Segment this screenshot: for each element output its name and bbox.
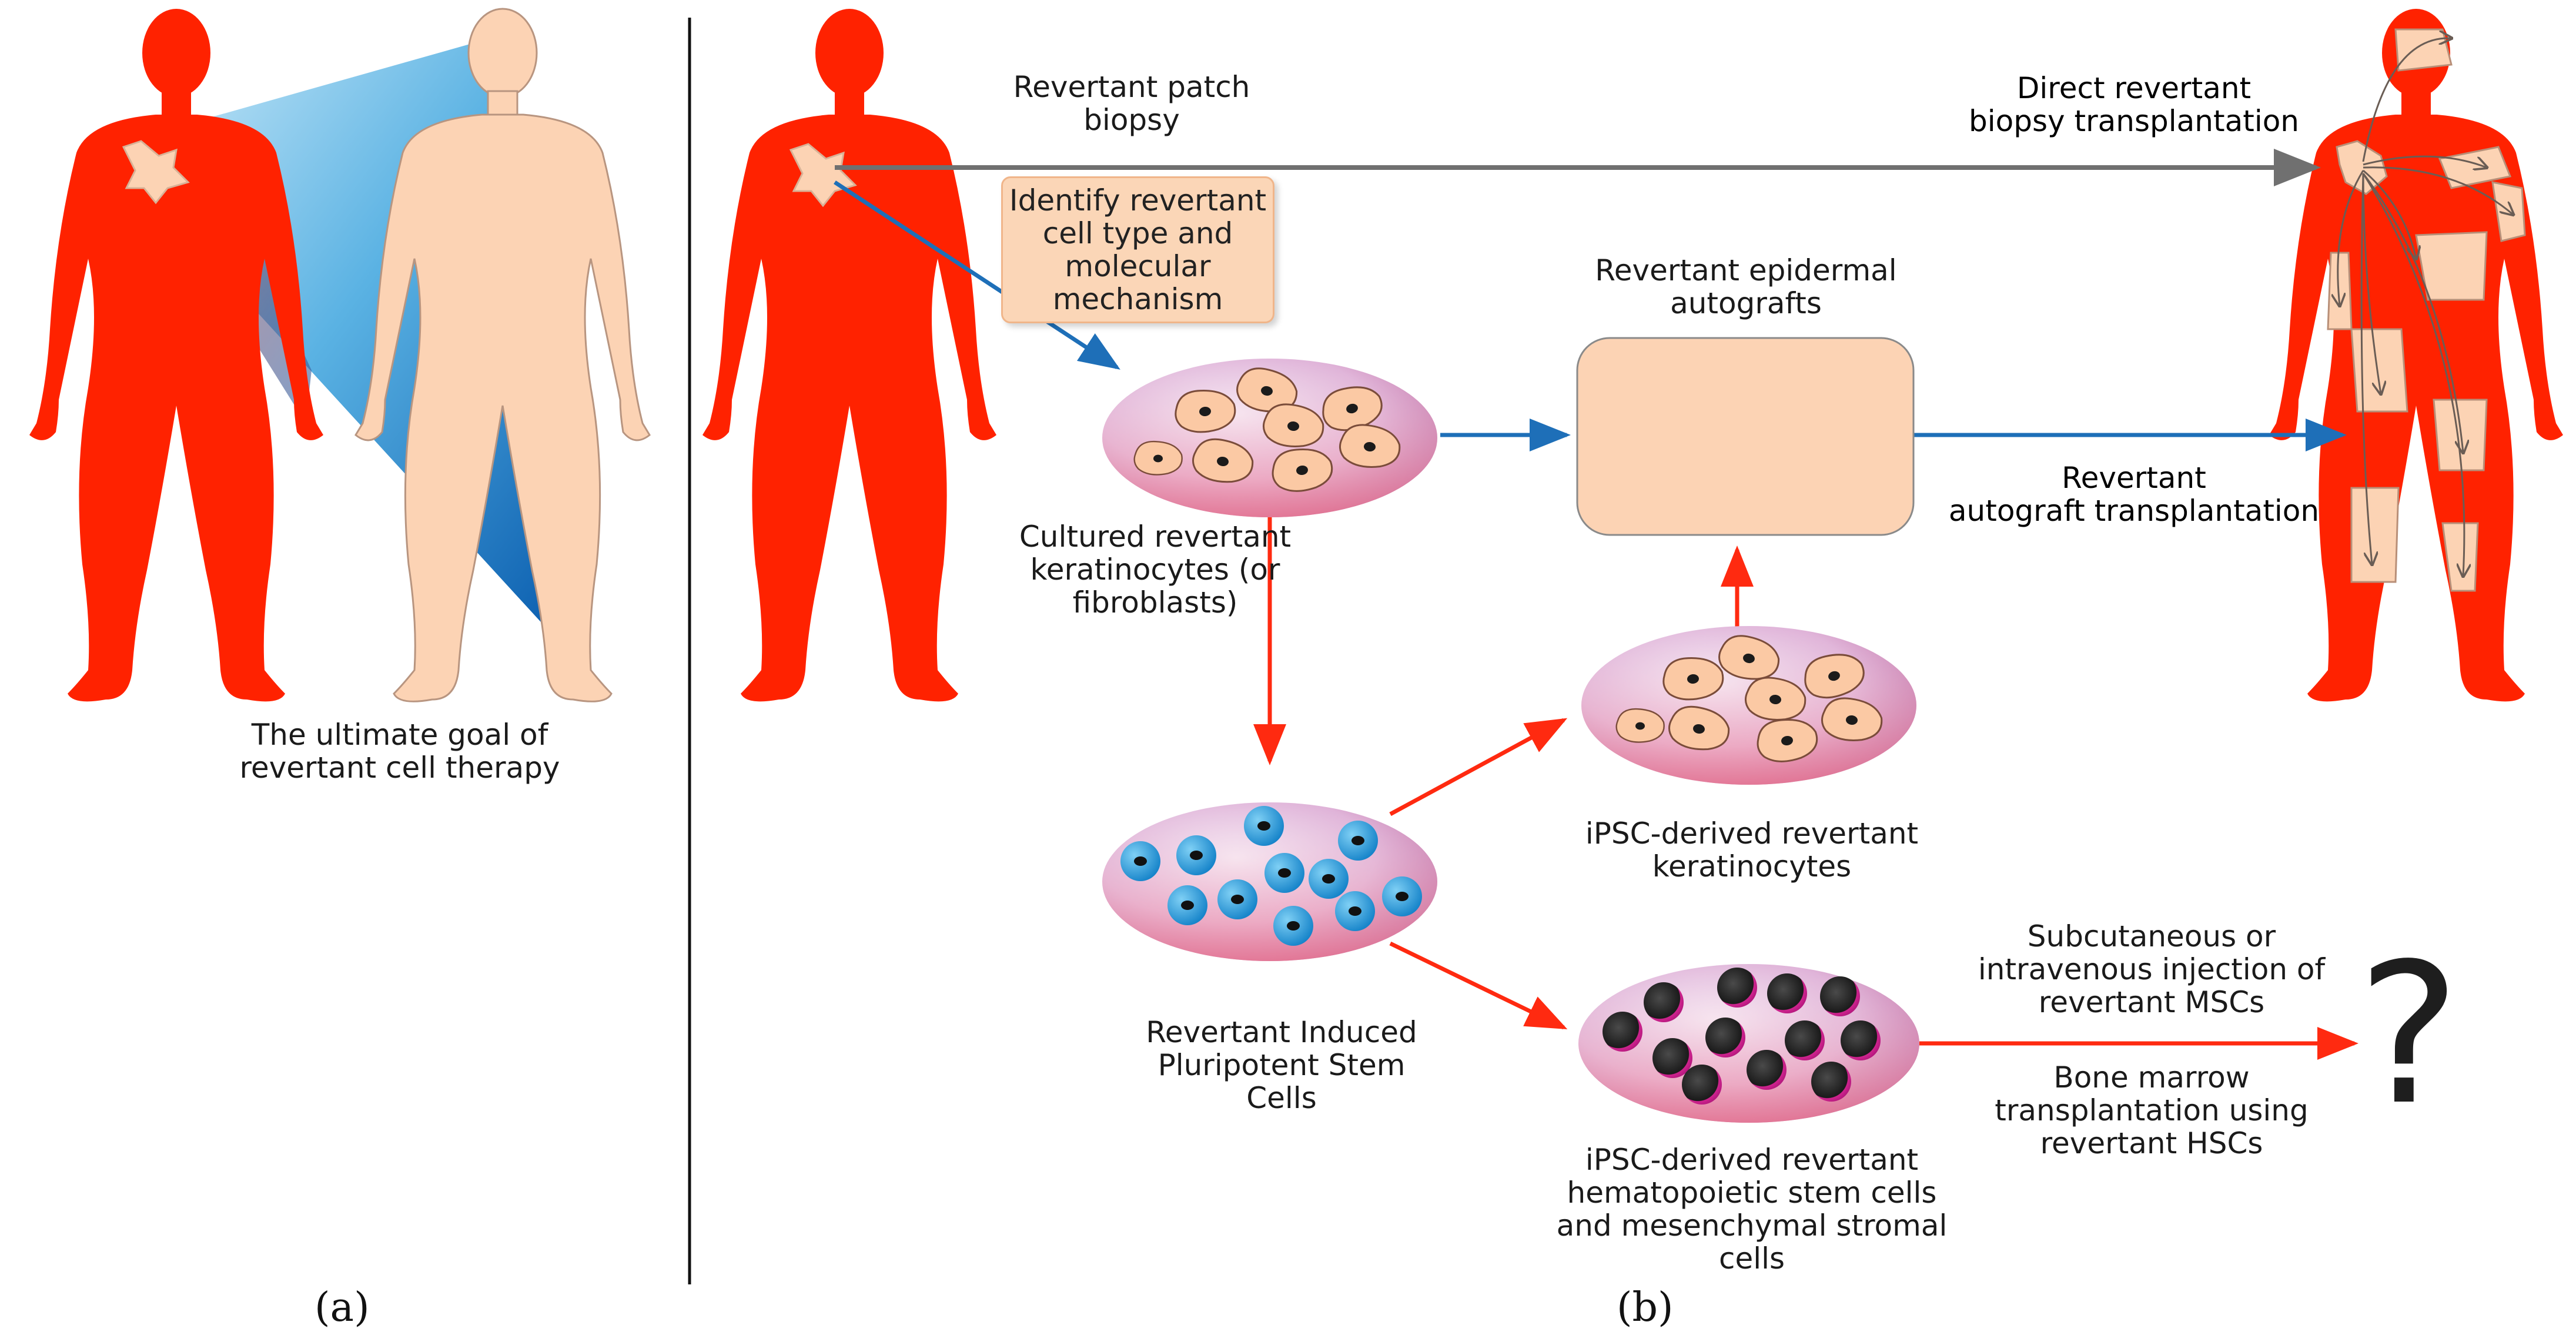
direct-transplant-label: Direct revertant biopsy transplantation [1968, 71, 2299, 138]
biopsy-label: Revertant patch biopsy [1013, 70, 1250, 137]
msc-injection-label: Subcutaneous or intravenous injection of… [1978, 919, 2326, 1019]
stem-cells-blue [1120, 806, 1422, 946]
panel-a [29, 8, 651, 702]
panel-a-caption: The ultimate goal of revertant cell ther… [239, 718, 560, 785]
arrow-ipsc-to-hsc-msc [1389, 941, 1568, 1030]
stem-cells-purple [1603, 968, 1881, 1105]
epidermal-autografts-label: Revertant epidermal autografts [1595, 253, 1897, 320]
hsc-msc-label: iPSC-derived revertant hematopoietic ste… [1556, 1143, 1948, 1276]
treated-patient-figure [2269, 9, 2563, 702]
arrow-biopsy-to-culture [834, 180, 1120, 370]
identify-mechanism-box: Identify revertant cell type and molecul… [1001, 176, 1274, 323]
bone-marrow-label: Bone marrow transplantation using revert… [1995, 1060, 2309, 1160]
panel-b-letter: (b) [1617, 1284, 1674, 1331]
cultured-cells-label: Cultured revertant keratinocytes (or fib… [1019, 520, 1292, 620]
arrow-ipsc-to-keratinocytes [1389, 718, 1568, 816]
revertant-patch-icon [122, 140, 190, 205]
unknown-outcome-mark: ? [2357, 922, 2461, 1147]
epidermal-autograft-box [1576, 337, 1915, 536]
autograft-transplant-label: Revertant autograft transplantation [1948, 461, 2320, 528]
hsc-msc-dish [1578, 964, 1919, 1123]
ipsc-dish [1102, 802, 1437, 961]
ipsc-label: Revertant Induced Pluripotent Stem Cells [1146, 1015, 1417, 1115]
panel-a-letter: (a) [315, 1284, 370, 1331]
cultured-keratinocytes-dish [1102, 359, 1437, 517]
graft-distribution-arrows [2338, 38, 2513, 576]
flow-arrows [834, 149, 2358, 1060]
ipsc-keratinocytes-dish [1581, 626, 1916, 785]
ipsc-keratinocytes-label: iPSC-derived revertant keratinocytes [1585, 816, 1919, 883]
